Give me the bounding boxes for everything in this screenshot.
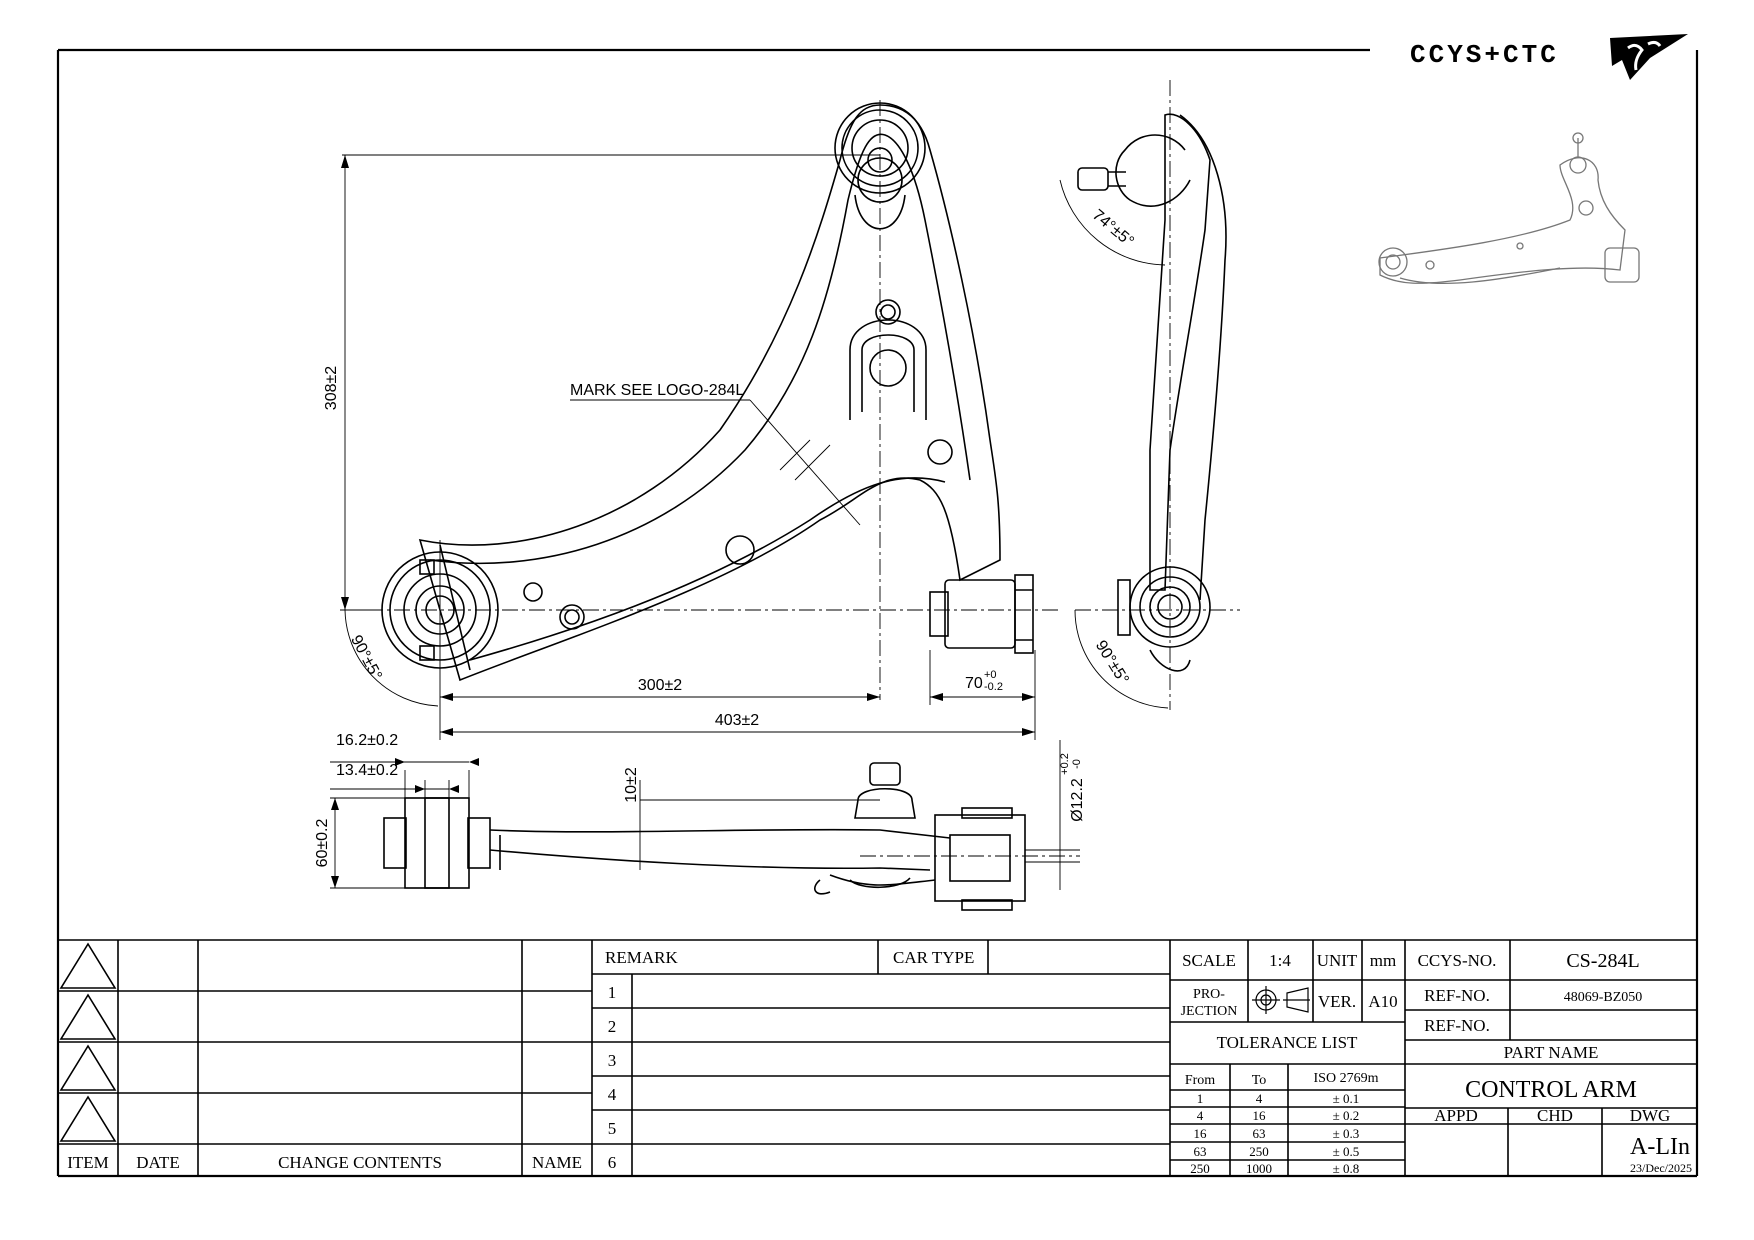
brand-logo: CCYS+CTC xyxy=(1410,34,1688,80)
remark-row-3: 3 xyxy=(608,1051,617,1070)
dim-diameter-tol-upper: +0.2 xyxy=(1059,753,1071,775)
dim-length-70-tol-lower: -0.2 xyxy=(984,681,1003,693)
part-name-value: CONTROL ARM xyxy=(1465,1077,1637,1103)
dim-length-70: 70 xyxy=(965,675,983,692)
tol-row-3-value: ± 0.3 xyxy=(1333,1126,1360,1141)
dim-height-60: 60±0.2 xyxy=(314,818,331,867)
tol-row-4-to: 250 xyxy=(1249,1144,1269,1159)
tol-row-3-to: 63 xyxy=(1253,1126,1266,1141)
ccys-no-value: CS-284L xyxy=(1566,950,1639,972)
tol-header-from: From xyxy=(1185,1073,1215,1088)
appd-label: APPD xyxy=(1434,1106,1477,1125)
ver-label: VER. xyxy=(1318,992,1356,1011)
dimension-arrows-top xyxy=(341,155,1035,736)
remark-row-2: 2 xyxy=(608,1017,617,1036)
tol-row-2-to: 16 xyxy=(1253,1108,1267,1123)
dimension-text-top: 308±2 MARK SEE LOGO-284L 300±2 403±2 70 … xyxy=(323,366,1003,729)
rev-header-date: DATE xyxy=(136,1153,179,1172)
tol-row-2-from: 4 xyxy=(1197,1108,1204,1123)
dim-width-13-4: 13.4±0.2 xyxy=(336,762,398,779)
rev-header-name: NAME xyxy=(532,1153,582,1172)
dwg-value: A-LIn xyxy=(1630,1134,1690,1160)
scale-value: 1:4 xyxy=(1269,951,1291,970)
dim-angle-side-bottom: 90°±5° xyxy=(1092,638,1132,688)
tol-header-iso: ISO 2769m xyxy=(1314,1071,1379,1086)
dim-diameter-tol-lower: -0 xyxy=(1071,759,1083,769)
arm-front-view xyxy=(383,762,1026,911)
dim-angle-left: 90°±5° xyxy=(347,633,385,684)
scale-label: SCALE xyxy=(1182,951,1236,970)
rev-header-item: ITEM xyxy=(67,1153,109,1172)
sheet-frame xyxy=(56,48,1699,1178)
dwg-label: DWG xyxy=(1630,1106,1671,1125)
remark-row-5: 5 xyxy=(608,1119,617,1138)
tol-row-5-to: 1000 xyxy=(1246,1161,1272,1176)
svg-text:CCYS+CTC: CCYS+CTC xyxy=(1410,40,1559,70)
tol-row-4-from: 63 xyxy=(1194,1144,1207,1159)
dimension-text-front: 16.2±0.2 13.4±0.2 60±0.2 10±2 Ø12.2 +0.2… xyxy=(314,732,1086,867)
projection-label-2: JECTION xyxy=(1181,1004,1238,1019)
tol-row-5-value: ± 0.8 xyxy=(1333,1161,1360,1176)
drawing-date: 23/Dec/2025 xyxy=(1630,1161,1692,1175)
ccys-no-label: CCYS-NO. xyxy=(1418,951,1497,970)
tol-row-2-value: ± 0.2 xyxy=(1333,1108,1360,1123)
car-type-label: CAR TYPE xyxy=(893,948,974,967)
title-block-text: ITEM DATE CHANGE CONTENTS NAME REMARK CA… xyxy=(67,948,1692,1176)
tol-header-to: To xyxy=(1252,1073,1267,1088)
tolerance-title: TOLERANCE LIST xyxy=(1217,1033,1358,1052)
dimension-lines-front xyxy=(330,740,1080,890)
chd-label: CHD xyxy=(1537,1106,1573,1125)
title-block-grid xyxy=(58,939,1697,1176)
dim-width-16-2: 16.2±0.2 xyxy=(336,732,398,749)
remark-row-4: 4 xyxy=(608,1085,617,1104)
projection-label-1: PRO- xyxy=(1193,987,1225,1002)
dim-height-10: 10±2 xyxy=(623,767,640,803)
remark-row-1: 1 xyxy=(608,983,617,1002)
tol-row-3-from: 16 xyxy=(1194,1126,1208,1141)
unit-value: mm xyxy=(1370,951,1396,970)
remark-label: REMARK xyxy=(605,948,678,967)
dim-diameter-12-2: Ø12.2 xyxy=(1069,778,1086,822)
unit-label: UNIT xyxy=(1317,951,1358,970)
tol-row-1-to: 4 xyxy=(1256,1091,1263,1106)
tol-row-5-from: 250 xyxy=(1190,1161,1210,1176)
tol-row-1-value: ± 0.1 xyxy=(1333,1091,1360,1106)
isometric-thumbnail xyxy=(1378,132,1640,285)
tol-row-1-from: 1 xyxy=(1197,1091,1204,1106)
remark-row-6: 6 xyxy=(608,1153,617,1172)
mark-logo-label: MARK SEE LOGO-284L xyxy=(570,382,744,399)
dim-angle-side-top: 74°±5° xyxy=(1089,207,1137,251)
ref-no-label: REF-NO. xyxy=(1424,986,1490,1005)
dimension-lines-top xyxy=(340,100,1060,740)
dim-length-300: 300±2 xyxy=(638,677,682,694)
ref-no2-label: REF-NO. xyxy=(1424,1016,1490,1035)
rev-header-change: CHANGE CONTENTS xyxy=(278,1153,442,1172)
dim-length-403: 403±2 xyxy=(715,712,759,729)
projection-symbol-icon xyxy=(1252,986,1310,1014)
arm-side-view xyxy=(1077,113,1227,672)
ver-value: A10 xyxy=(1368,992,1397,1011)
tol-row-4-value: ± 0.5 xyxy=(1333,1144,1360,1159)
dim-height-308: 308±2 xyxy=(323,366,340,410)
part-name-label: PART NAME xyxy=(1504,1043,1599,1062)
dimension-lines-side xyxy=(1059,80,1240,710)
dimension-arrows-front xyxy=(331,758,479,888)
ref-no-value: 48069-BZ050 xyxy=(1564,990,1643,1005)
dim-length-70-tol-upper: +0 xyxy=(984,669,997,681)
